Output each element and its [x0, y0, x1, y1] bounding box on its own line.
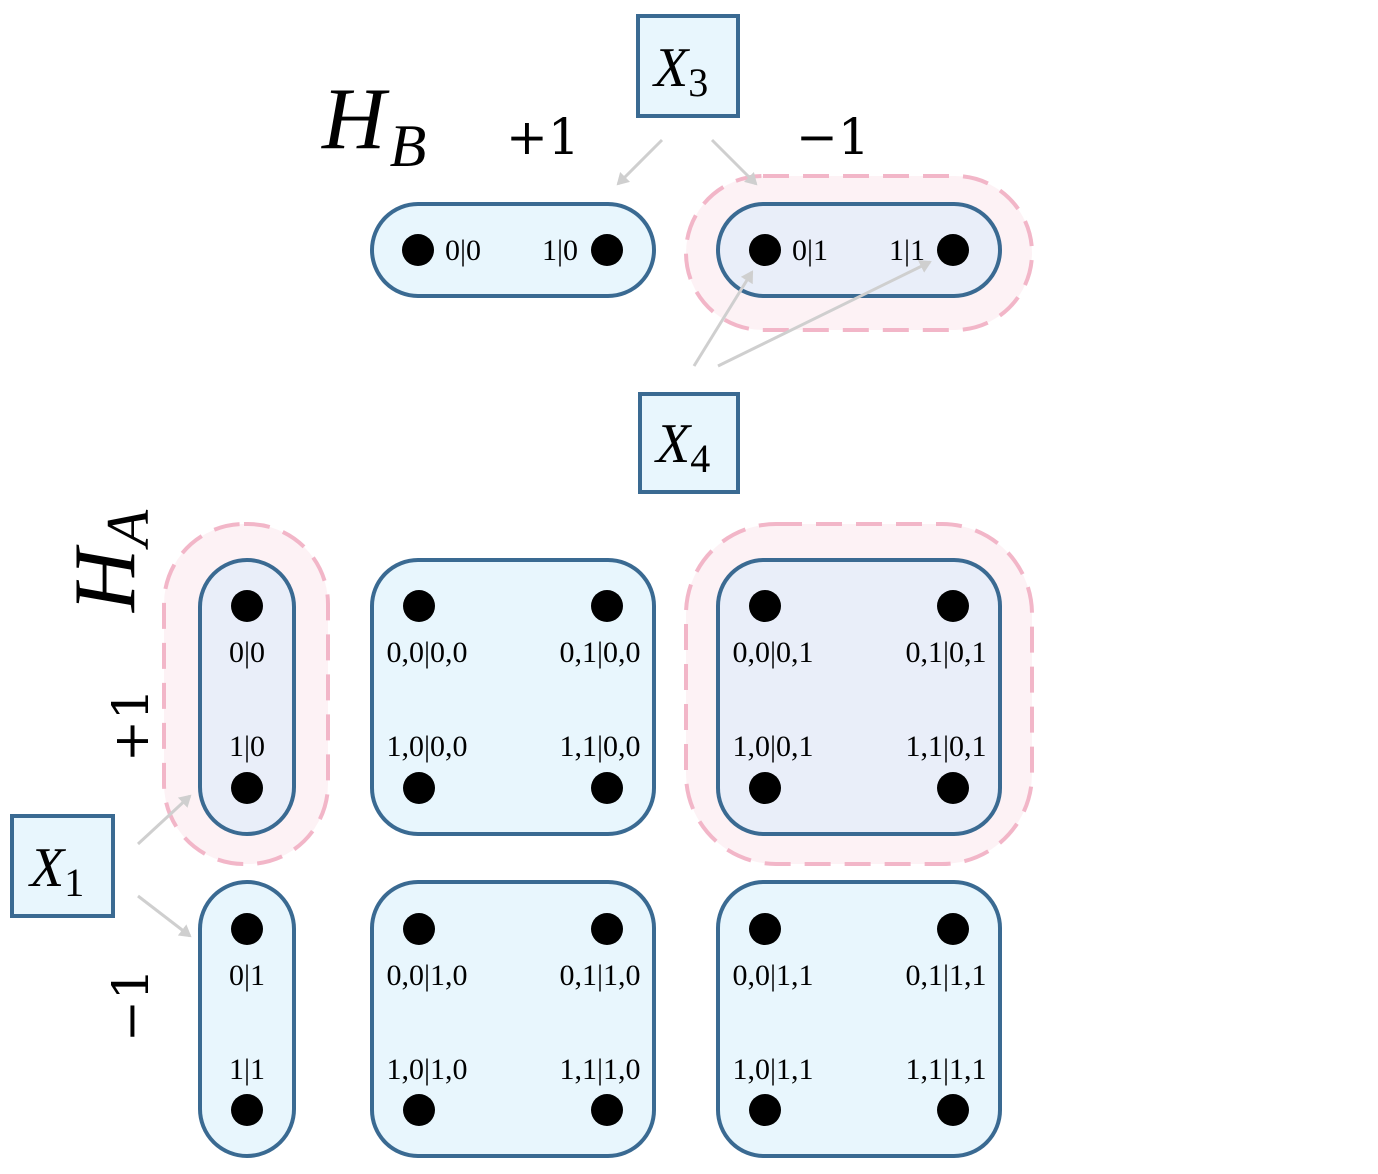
- svg-text:X4: X4: [654, 413, 710, 481]
- state-label: 1|0: [542, 234, 578, 267]
- state-label: 0,1|1,1: [905, 959, 986, 992]
- state-label: 1,0|0,0: [386, 730, 467, 763]
- state-dot: [937, 772, 969, 804]
- state-label: 1|1: [889, 234, 925, 267]
- state-label: 0,0|1,1: [732, 959, 813, 992]
- state-dot: [403, 913, 435, 945]
- left-group-minus: 0|1 1|1: [198, 880, 296, 1158]
- state-dot: [591, 234, 623, 266]
- state-dot: [231, 772, 263, 804]
- state-label: 0,0|0,1: [732, 636, 813, 669]
- state-label: 1|1: [229, 1053, 265, 1086]
- svg-text:X3: X3: [652, 37, 708, 105]
- state-dot: [402, 234, 434, 266]
- state-label: 0,0|1,0: [386, 959, 467, 992]
- operator-arrows: [136, 138, 932, 938]
- arrow: [136, 794, 192, 846]
- state-dot: [591, 1094, 623, 1126]
- arrow: [717, 260, 932, 368]
- state-dot: [591, 913, 623, 945]
- state-label: 0|1: [792, 234, 828, 267]
- state-dot: [749, 772, 781, 804]
- state-dot: [937, 1094, 969, 1126]
- arrow: [137, 894, 192, 938]
- hamiltonian-a-label: HA: [57, 509, 161, 613]
- block-col2-row1: 0,0|0,1 0,1|0,1 1,0|0,1 1,1|0,1: [716, 558, 1002, 836]
- svg-text:X1: X1: [28, 837, 84, 905]
- state-label: 1,0|1,1: [732, 1053, 813, 1086]
- state-dot: [749, 1094, 781, 1126]
- state-dot: [403, 772, 435, 804]
- state-dot: [749, 913, 781, 945]
- operator-x1-box: X1: [10, 814, 115, 918]
- block-col1-row2: 0,0|1,0 0,1|1,0 1,0|1,0 1,1|1,0: [370, 880, 656, 1158]
- top-group-plus: 0|0 1|0: [370, 202, 656, 298]
- state-dot: [231, 1094, 263, 1126]
- svg-text:HB: HB: [321, 71, 426, 179]
- state-dot: [749, 590, 781, 622]
- state-label: 1,1|1,1: [905, 1053, 986, 1086]
- operator-x4-box: X4: [638, 392, 740, 494]
- state-dot: [749, 234, 781, 266]
- state-label: 1,0|1,0: [386, 1053, 467, 1086]
- state-label: 0,0|0,0: [386, 636, 467, 669]
- arrow: [710, 138, 758, 186]
- hamiltonian-b-label: HB: [321, 71, 426, 179]
- ha-minus-one-label: −1: [102, 968, 160, 1042]
- block-col2-row2: 0,0|1,1 0,1|1,1 1,0|1,1 1,1|1,1: [716, 880, 1002, 1158]
- state-dot: [591, 772, 623, 804]
- state-label: 0,1|0,1: [905, 636, 986, 669]
- state-label: 0|0: [229, 636, 265, 669]
- state-dot: [231, 913, 263, 945]
- top-group-minus: 0|1 1|1: [716, 202, 1002, 298]
- operator-x3-box: X3: [636, 14, 740, 118]
- arrow: [692, 270, 754, 367]
- state-dot: [937, 913, 969, 945]
- state-label: 1,1|1,0: [559, 1053, 640, 1086]
- state-label: 1,1|0,0: [559, 730, 640, 763]
- state-label: 1,1|0,1: [905, 730, 986, 763]
- hb-minus-one-label: −1: [796, 108, 870, 166]
- state-dot: [403, 1094, 435, 1126]
- state-label: 1|0: [229, 730, 265, 763]
- svg-text:HA: HA: [57, 509, 161, 613]
- state-label: 1,0|0,1: [732, 730, 813, 763]
- state-label: 0|1: [229, 959, 265, 992]
- state-dot: [937, 234, 969, 266]
- arrow: [616, 138, 664, 186]
- state-label: 0,1|0,0: [559, 636, 640, 669]
- state-dot: [403, 590, 435, 622]
- state-label: 0,1|1,0: [559, 959, 640, 992]
- hb-plus-one-label: +1: [506, 108, 580, 166]
- ha-plus-one-label: +1: [102, 688, 160, 762]
- state-dot: [591, 590, 623, 622]
- state-dot: [231, 590, 263, 622]
- state-label: 0|0: [445, 234, 481, 267]
- block-col1-row1: 0,0|0,0 0,1|0,0 1,0|0,0 1,1|0,0: [370, 558, 656, 836]
- state-dot: [937, 590, 969, 622]
- left-group-plus: 0|0 1|0: [198, 558, 296, 836]
